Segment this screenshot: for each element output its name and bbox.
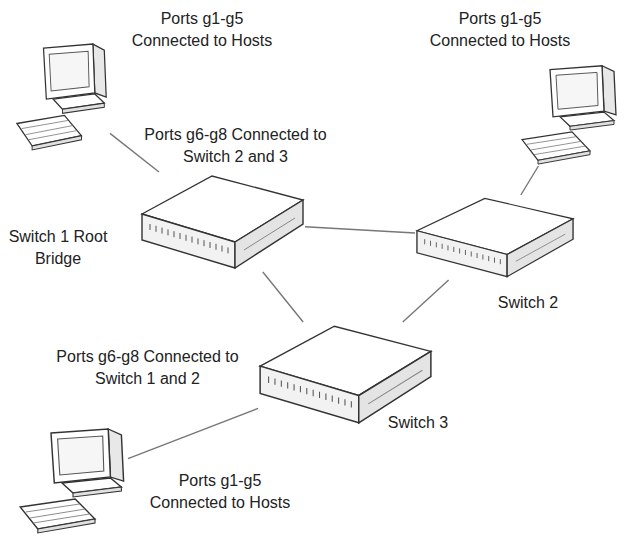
switch-symbol xyxy=(140,172,305,272)
link-line xyxy=(521,166,539,195)
switch-node: Switch 2 xyxy=(415,195,575,280)
port-note: Ports g6-g8 Connected to Switch 1 and 2 xyxy=(40,346,255,390)
switch-label: Switch 2 xyxy=(478,292,578,314)
switch-node: Switch 1 Root Bridge xyxy=(140,172,305,272)
port-note: Ports g6-g8 Connected to Switch 2 and 3 xyxy=(128,124,343,168)
switch-symbol xyxy=(415,195,575,280)
host-node: Ports g1-g5 Connected to Hosts xyxy=(15,40,110,152)
computer-symbol xyxy=(520,62,620,166)
computer-symbol xyxy=(15,40,110,152)
switch-symbol xyxy=(258,322,433,427)
switch-label: Switch 1 Root Bridge xyxy=(2,226,114,270)
host-node: Ports g1-g5 Connected to Hosts xyxy=(18,425,128,535)
link-line xyxy=(263,272,303,322)
host-node: Ports g1-g5 Connected to Hosts xyxy=(520,62,620,166)
link-line xyxy=(305,227,415,233)
switch-label: Switch 3 xyxy=(368,412,468,434)
link-line xyxy=(403,280,449,322)
switch-node: Switch 3 xyxy=(258,322,433,427)
link-line xyxy=(128,408,258,458)
port-label: Ports g1-g5 Connected to Hosts xyxy=(122,8,282,52)
computer-symbol xyxy=(18,425,128,535)
port-label: Ports g1-g5 Connected to Hosts xyxy=(140,470,300,514)
port-label: Ports g1-g5 Connected to Hosts xyxy=(420,8,580,52)
